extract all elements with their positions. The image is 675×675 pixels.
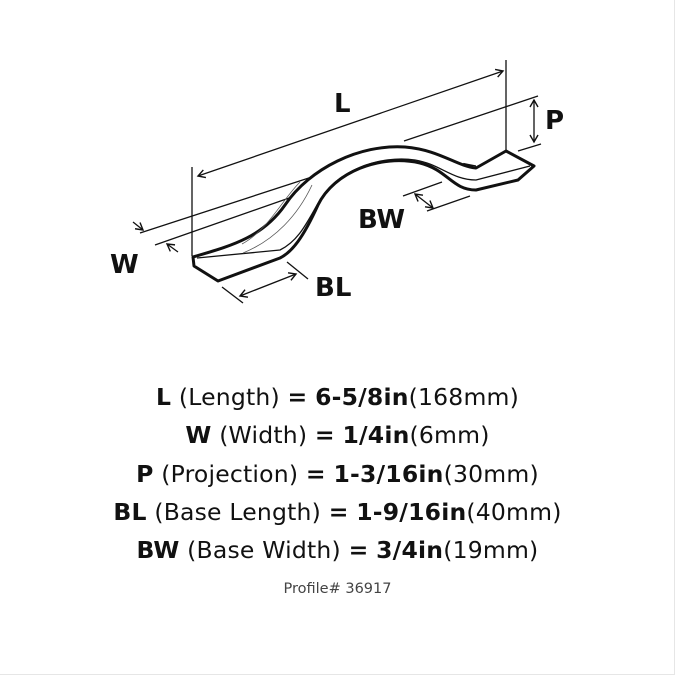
spec-key: W — [185, 421, 212, 450]
spec-imperial: 6-5/8in — [315, 383, 409, 411]
spec-name: (Base Length) — [154, 497, 322, 526]
width-extension-top — [139, 174, 319, 234]
spec-metric: (168mm) — [408, 383, 520, 411]
spec-name: (Length) — [178, 383, 280, 411]
profile-number: Profile# 36917 — [283, 581, 392, 597]
spec-metric: (40mm) — [466, 497, 562, 526]
base-length-dimension-line — [238, 272, 298, 298]
spec-imperial: 1-3/16in — [333, 459, 444, 488]
spec-base-length: BL (Base Length) = 1-9/16in(40mm) — [0, 493, 674, 531]
projection-extension-bottom — [517, 143, 542, 152]
spec-key: P — [136, 459, 154, 488]
spec-imperial: 3/4in — [376, 536, 444, 565]
spec-name: (Base Width) — [187, 536, 341, 565]
width-arrow-bottom — [165, 243, 179, 253]
spec-length: L (Length) = 6-5/8in(168mm) — [0, 378, 674, 416]
specifications-list: L (Length) = 6-5/8in(168mm) W (Width) = … — [0, 378, 674, 569]
spec-name: (Width) — [219, 421, 308, 450]
handle-outline — [191, 145, 536, 283]
length-dimension-line — [196, 68, 505, 179]
base-width-extension-2 — [426, 195, 471, 212]
spec-metric: (19mm) — [443, 536, 539, 565]
spec-equals: = — [328, 497, 349, 526]
base-length-extension-2 — [286, 261, 309, 280]
spec-metric: (6mm) — [409, 421, 490, 450]
base-width-label: BW — [358, 205, 405, 235]
projection-label: P — [545, 106, 564, 136]
projection-extension-top — [403, 95, 539, 142]
base-width-dimension-line — [413, 193, 435, 209]
spec-key: BL — [113, 497, 147, 526]
base-length-label: BL — [315, 273, 351, 303]
spec-equals: = — [348, 536, 369, 565]
spec-key: L — [155, 383, 172, 411]
spec-projection: P (Projection) = 1-3/16in(30mm) — [0, 455, 674, 493]
spec-name: (Projection) — [161, 459, 299, 488]
spec-key: BW — [136, 536, 180, 565]
length-label: L — [334, 89, 351, 119]
base-length-extension-1 — [221, 286, 244, 304]
spec-imperial: 1-9/16in — [356, 497, 467, 526]
width-label: W — [110, 250, 139, 280]
base-width-extension-1 — [402, 181, 443, 197]
spec-metric: (30mm) — [443, 459, 539, 488]
spec-imperial: 1/4in — [342, 421, 410, 450]
spec-equals: = — [314, 421, 335, 450]
width-arrow-top — [132, 221, 145, 231]
spec-base-width: BW (Base Width) = 3/4in(19mm) — [0, 531, 674, 569]
spec-width: W (Width) = 1/4in(6mm) — [0, 416, 674, 454]
spec-equals: = — [305, 459, 326, 488]
spec-equals: = — [287, 383, 308, 411]
